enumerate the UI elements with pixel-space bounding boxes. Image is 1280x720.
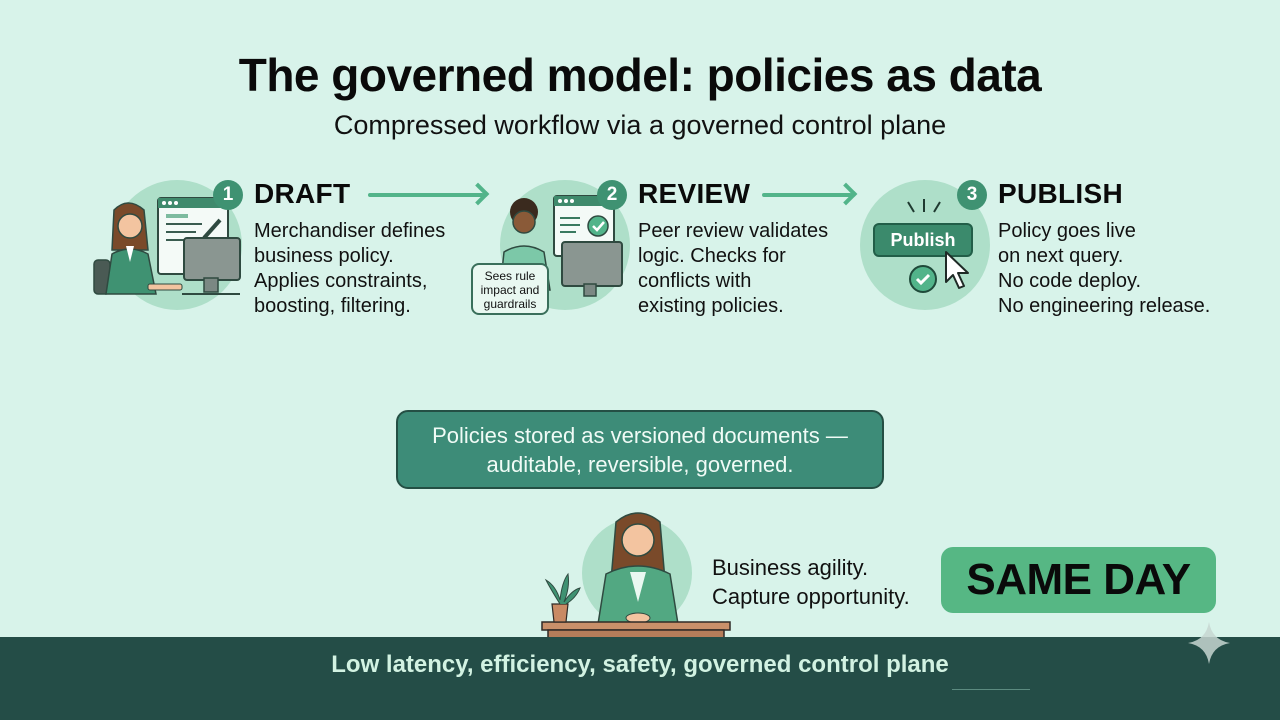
step-description: Merchandiser defines business policy. Ap…: [254, 220, 446, 317]
step-number-badge: 3: [957, 180, 987, 210]
footer-text: Low latency, efficiency, safety, governe…: [331, 651, 949, 678]
step-title: REVIEW: [638, 178, 751, 209]
rule-impact-callout: Sees rule impact and guardrails: [471, 263, 549, 315]
footer-divider: [952, 689, 1030, 690]
merchandiser-at-computer-icon: [93, 197, 241, 295]
footer-bar: Low latency, efficiency, safety, governe…: [0, 637, 1280, 720]
step-number-badge: 2: [597, 180, 627, 210]
step-description: Peer review validates logic. Checks for …: [638, 220, 829, 317]
woman-at-desk-icon: [541, 512, 731, 639]
step-title: DRAFT: [254, 178, 351, 209]
check-circle-icon: [909, 265, 937, 293]
business-agility-text: Business agility. Capture opportunity.: [712, 555, 910, 609]
sparkle-icon: [1188, 622, 1230, 664]
burst-lines-icon: [907, 199, 941, 213]
publish-button-illustration: Publish: [873, 223, 973, 257]
step-description: Policy goes live on next query. No code …: [998, 220, 1211, 317]
page-title: The governed model: policies as data: [238, 49, 1042, 101]
mouse-cursor-icon: [945, 251, 969, 289]
step-title: PUBLISH: [998, 178, 1123, 209]
step-number-badge: 1: [213, 180, 243, 210]
arrow-draft-to-review: [368, 193, 484, 197]
versioned-documents-box: Policies stored as versioned documents —…: [396, 410, 884, 489]
arrow-review-to-publish: [762, 193, 852, 197]
same-day-badge: SAME DAY: [941, 547, 1216, 613]
page-subtitle: Compressed workflow via a governed contr…: [333, 110, 947, 140]
